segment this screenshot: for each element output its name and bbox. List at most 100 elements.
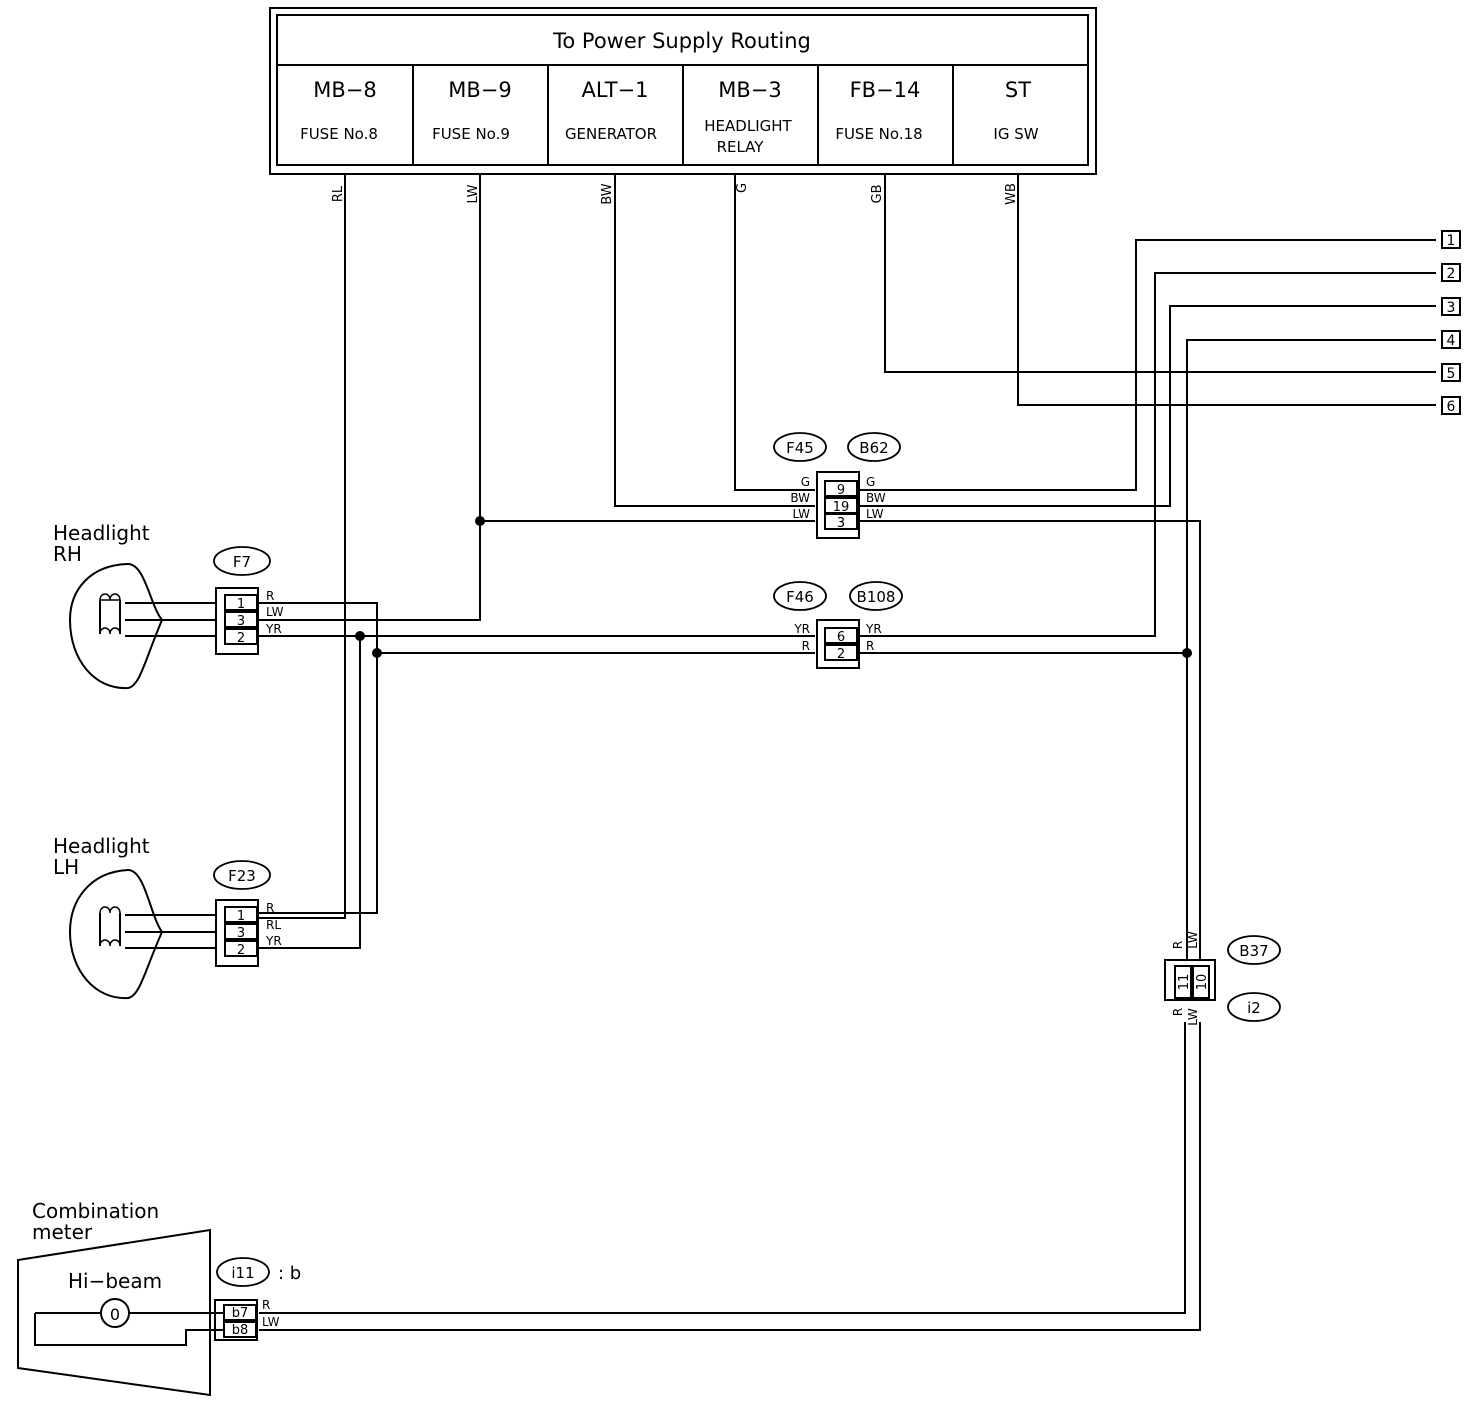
- ps-code-st: ST: [1005, 78, 1031, 102]
- ps-wire-bw: BW: [600, 183, 615, 204]
- ps-wire-lw: LW: [466, 184, 481, 203]
- ps-code-mb8: MB−8: [313, 78, 376, 102]
- ps-code-fb14: FB−14: [850, 78, 921, 102]
- power-supply-box: [269, 7, 1097, 175]
- ps-code-mb3: MB−3: [718, 78, 781, 102]
- b37-label-ellipse: [1227, 935, 1281, 965]
- b108-wire-r: R: [866, 639, 874, 653]
- power-supply-title: To Power Supply Routing: [552, 29, 811, 53]
- wire-lw-b62: [860, 520, 1201, 968]
- f45-wire-g: G: [801, 475, 810, 489]
- terminal-4: 4: [1447, 333, 1456, 349]
- b108-label-ellipse: [849, 581, 903, 611]
- f46-wire-r: R: [802, 639, 810, 653]
- ps-desc-mb8: FUSE No.8: [300, 125, 378, 143]
- b37-id: B37: [1239, 942, 1268, 960]
- f45-wire-lw: LW: [793, 507, 811, 521]
- connector-b37-i2: [1164, 959, 1216, 1001]
- meter-hibeam-label: Hi−beam: [68, 1269, 162, 1293]
- f46-pin-2: 2: [837, 647, 845, 662]
- wire-r-term4: [1186, 339, 1436, 968]
- f7-id: F7: [233, 553, 251, 571]
- i2-label-ellipse: [1227, 992, 1281, 1022]
- wire-g-b62: [860, 239, 1436, 491]
- f45-id: F45: [786, 439, 814, 457]
- wire-rl: [259, 174, 346, 919]
- terminal-3: 3: [1447, 300, 1456, 316]
- b108-id: B108: [857, 588, 896, 606]
- i11-pin-b7: b7: [232, 1306, 249, 1321]
- f46-label-ellipse: [773, 581, 827, 611]
- wire-yr-down: [259, 636, 361, 949]
- terminal-5: 5: [1447, 366, 1456, 382]
- wire-lw-mb9: [259, 174, 481, 621]
- wire-meter-lw: [259, 1022, 1201, 1331]
- ps-code-mb9: MB−9: [448, 78, 511, 102]
- wire-wb: [1017, 174, 1436, 406]
- wire-meter-r: [259, 1022, 1186, 1314]
- ps-wire-rl: RL: [331, 185, 346, 202]
- i2-wire-r: R: [1171, 1008, 1185, 1016]
- f7-wire-yr: YR: [265, 622, 282, 636]
- ps-wire-gb: GB: [870, 185, 885, 204]
- connector-f46-b108: [816, 619, 860, 669]
- terminal-6: 6: [1447, 399, 1456, 415]
- ps-desc-mb3: HEADLIGHT: [704, 117, 792, 135]
- f23-wire-yr: YR: [265, 934, 282, 948]
- f46-pin-6: 6: [837, 630, 845, 645]
- connector-f23: [215, 899, 259, 967]
- junction-dots: [355, 516, 1192, 658]
- connector-f7: [215, 587, 259, 655]
- ps-desc2-mb3: RELAY: [717, 138, 765, 156]
- f46-id: F46: [786, 588, 814, 606]
- headlight-lh: [68, 868, 164, 1000]
- i11-label-ellipse: [216, 1257, 270, 1287]
- i11-wire-r: R: [262, 1298, 270, 1312]
- f23-id: F23: [228, 867, 256, 885]
- b62-wire-bw: BW: [866, 491, 886, 505]
- f23-pin-3: 3: [237, 926, 245, 941]
- f45-label-ellipse: [773, 432, 827, 462]
- headlight-rh: [68, 562, 164, 690]
- terminal-1: 1: [1447, 233, 1456, 249]
- wire-yr-b108: [860, 272, 1436, 637]
- i11-suffix: : b: [278, 1263, 301, 1284]
- f46-wire-yr: YR: [793, 622, 810, 636]
- ps-code-alt1: ALT−1: [582, 78, 649, 102]
- combination-meter: [17, 1228, 224, 1397]
- f45-wire-bw: BW: [790, 491, 810, 505]
- wire-f7-r: [259, 602, 378, 914]
- ps-desc-mb9: FUSE No.9: [432, 125, 510, 143]
- f7-pin-2: 2: [237, 631, 245, 646]
- wire-gb: [884, 174, 1436, 373]
- b37-wire-lw: LW: [1186, 931, 1200, 949]
- f23-wire-rl: RL: [266, 918, 281, 932]
- f45-pin-3: 3: [837, 516, 845, 531]
- b108-wire-yr: YR: [865, 622, 882, 636]
- f45-pin-19: 19: [833, 500, 850, 515]
- b62-id: B62: [859, 439, 888, 457]
- headlight-lh-label-2: LH: [53, 855, 79, 879]
- b37-pin-10: 10: [1195, 974, 1210, 991]
- headlight-rh-label-2: RH: [53, 542, 82, 566]
- ps-wire-wb: WB: [1004, 183, 1019, 205]
- hibeam-lamp-icon: 0: [110, 1305, 120, 1324]
- terminal-boxes: [1441, 230, 1461, 415]
- i2-wire-lw: LW: [1186, 1008, 1200, 1026]
- f23-wire-r: R: [266, 901, 274, 915]
- i11-id: i11: [231, 1264, 254, 1282]
- f7-label-ellipse: [213, 546, 271, 576]
- meter-label-2: meter: [32, 1220, 93, 1244]
- terminal-2: 2: [1447, 266, 1456, 282]
- f7-pin-3: 3: [237, 614, 245, 629]
- f23-pin-1: 1: [237, 909, 245, 924]
- b62-label-ellipse: [847, 432, 901, 462]
- wire-bw: [614, 174, 815, 507]
- ps-wire-g: G: [735, 183, 750, 193]
- i11-pin-b8: b8: [232, 1323, 249, 1338]
- i11-wire-lw: LW: [262, 1315, 280, 1329]
- b62-wire-lw: LW: [866, 507, 884, 521]
- ps-desc-fb14: FUSE No.18: [835, 125, 922, 143]
- ps-desc-st: IG SW: [993, 125, 1038, 143]
